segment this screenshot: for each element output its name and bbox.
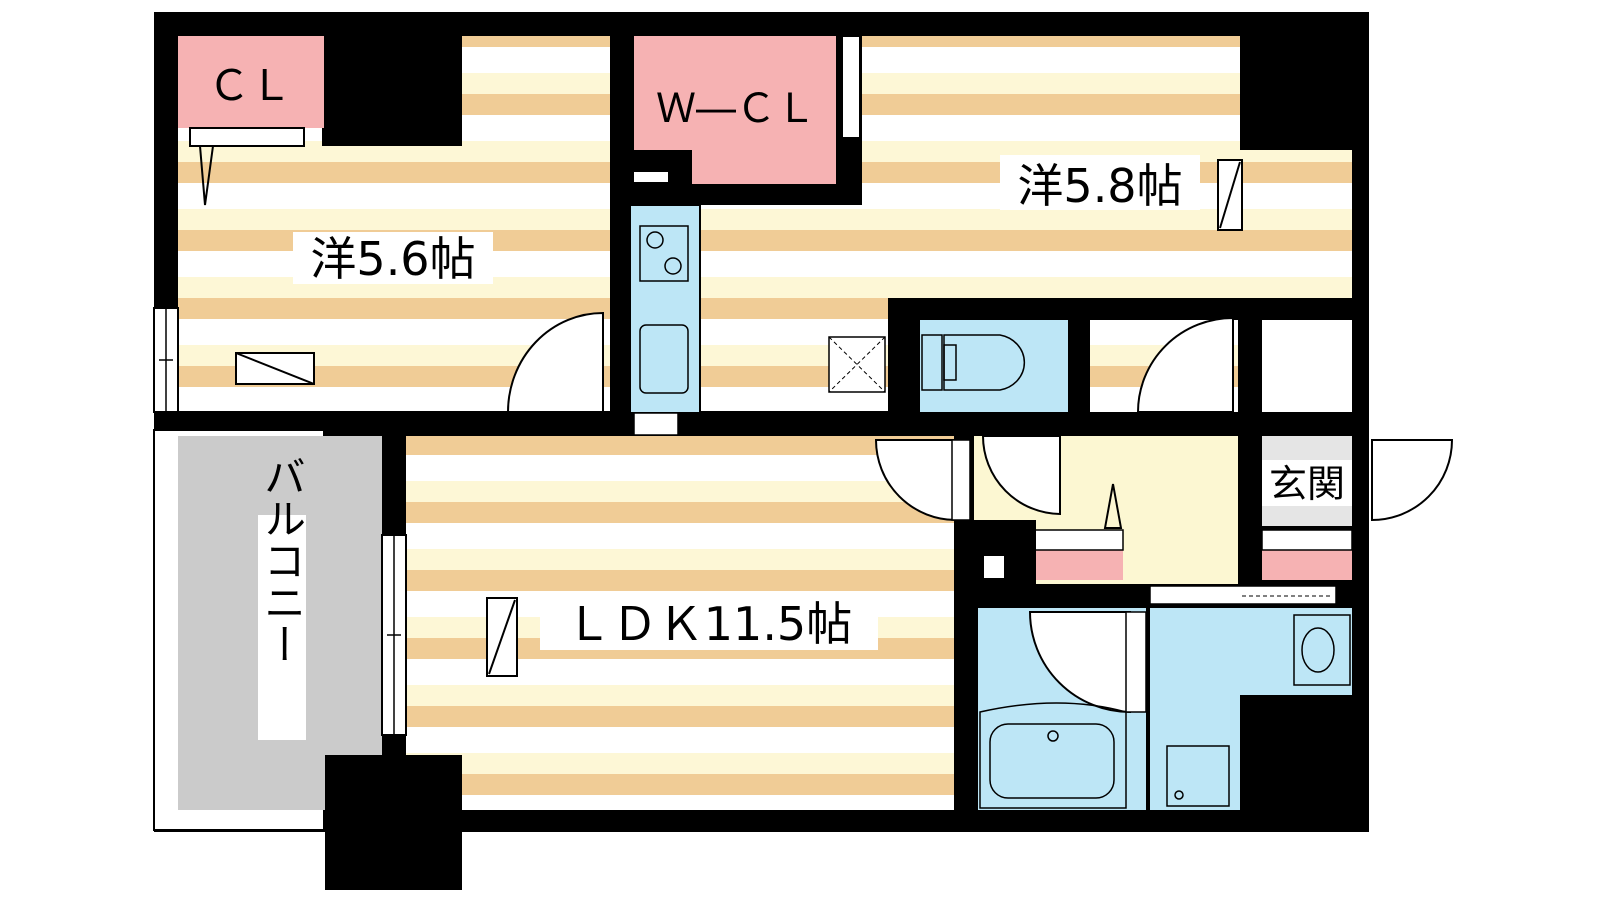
washbasin-icon bbox=[1293, 614, 1351, 686]
room-label-bg bbox=[540, 596, 878, 650]
room-label-ldk: ＬＤＫ11.5帖 bbox=[566, 597, 852, 651]
entrance-label-bg bbox=[1262, 460, 1352, 506]
door-ldk-hall[interactable] bbox=[874, 439, 957, 522]
room-label-western-b: 洋5.8帖 bbox=[1017, 159, 1182, 213]
storage-small bbox=[1262, 320, 1352, 412]
entrance-storage-door[interactable] bbox=[1261, 529, 1353, 551]
toilet-seat-icon bbox=[943, 344, 957, 381]
closet-area bbox=[178, 36, 324, 128]
door-western-b[interactable] bbox=[1136, 316, 1234, 413]
room-label-bg bbox=[1000, 155, 1200, 210]
wcl-notch-inner bbox=[634, 172, 668, 182]
washroom-corner bbox=[1240, 695, 1352, 810]
wcl-door[interactable] bbox=[841, 35, 861, 139]
room-label-entrance: 玄関 bbox=[1269, 462, 1345, 506]
room-label-wcl: Ｗ―ＣＬ bbox=[656, 86, 816, 132]
hall-storage bbox=[1035, 550, 1123, 580]
kitchen-sink-icon bbox=[639, 324, 689, 394]
hall-wall-block bbox=[974, 520, 1036, 584]
bathtub-drain-icon bbox=[1047, 730, 1059, 742]
balcony-label-bg bbox=[258, 515, 306, 740]
washer-pan-line bbox=[828, 336, 886, 393]
stove-icon bbox=[639, 225, 689, 282]
closet-door-swing bbox=[199, 145, 214, 206]
closet-door[interactable] bbox=[189, 127, 305, 147]
bathtub-icon bbox=[979, 702, 1127, 809]
kitchen-base bbox=[633, 412, 679, 436]
bathtub-inner-icon bbox=[989, 723, 1115, 799]
door-western-a[interactable] bbox=[506, 311, 604, 413]
burner-icon bbox=[664, 257, 682, 275]
entrance-storage bbox=[1262, 550, 1352, 580]
door-jamb bbox=[951, 439, 971, 521]
room-label-western-a: 洋5.6帖 bbox=[310, 232, 475, 286]
toilet-bowl-icon bbox=[943, 334, 1026, 391]
burner-icon bbox=[646, 231, 664, 249]
room-label-closet: ＣＬ bbox=[208, 61, 292, 110]
column-inner bbox=[325, 755, 382, 810]
washroom-sliding-door[interactable] bbox=[1149, 585, 1337, 605]
bath-door-jamb bbox=[1125, 611, 1147, 713]
entrance-door[interactable] bbox=[1371, 439, 1454, 522]
ldk-closet-door-line bbox=[488, 599, 516, 675]
hall-closet-arrow bbox=[1103, 483, 1123, 529]
door-toilet[interactable] bbox=[981, 435, 1061, 516]
toilet-tank-icon bbox=[921, 334, 943, 391]
ldk-corner-pillar bbox=[382, 755, 462, 810]
hall-storage-door[interactable] bbox=[1034, 529, 1124, 551]
washing-machine-icon bbox=[1166, 745, 1230, 807]
room-label-balcony: バルコニー bbox=[258, 455, 307, 665]
hall-wall-inner bbox=[984, 556, 1004, 578]
aircon-line bbox=[235, 352, 315, 385]
washing-machine-dot-icon bbox=[1174, 790, 1184, 800]
washbasin-bowl-icon bbox=[1301, 627, 1335, 673]
washer-pan-line bbox=[828, 336, 886, 393]
closet-door-b-line bbox=[1219, 161, 1241, 229]
room-label-bg bbox=[293, 232, 493, 284]
pillar bbox=[322, 36, 462, 146]
pillar bbox=[1240, 36, 1352, 150]
